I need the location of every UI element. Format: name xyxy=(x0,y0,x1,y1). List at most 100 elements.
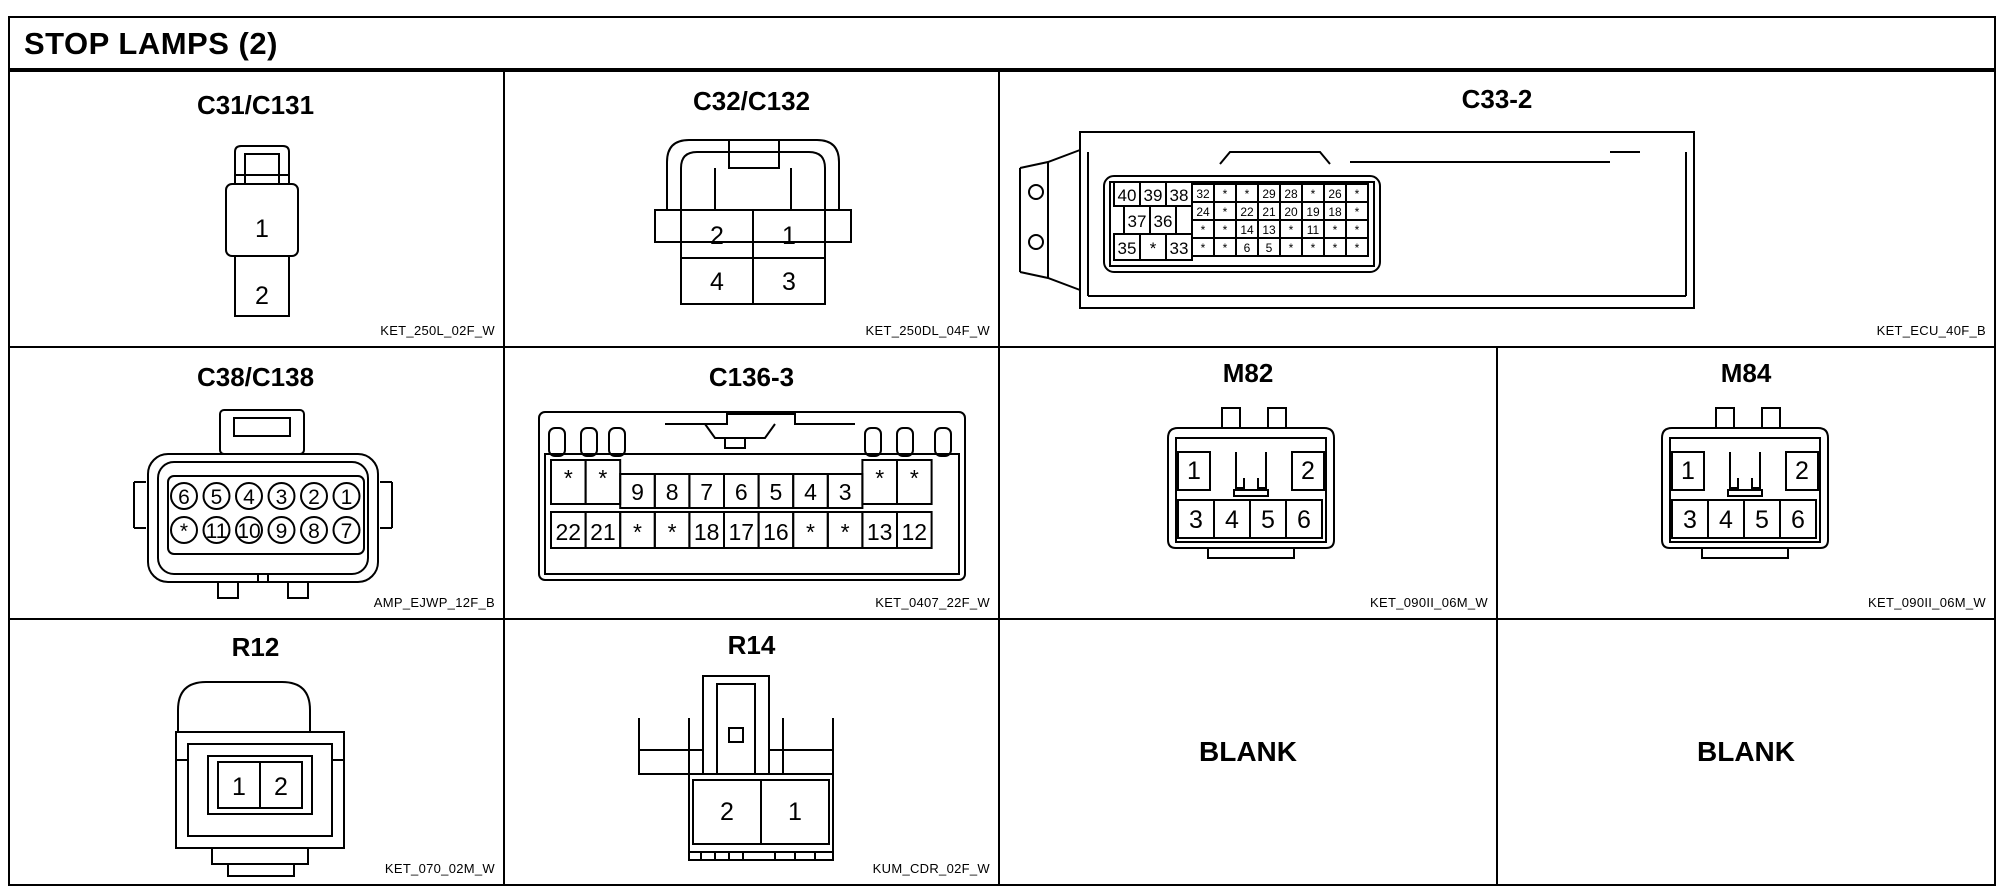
pin-label: * xyxy=(1150,239,1157,258)
pin-cell xyxy=(896,511,933,549)
pin-cell xyxy=(1285,499,1323,539)
connector-code: AMP_EJWP_12F_B xyxy=(373,595,495,610)
pin-label: 37 xyxy=(1128,212,1147,231)
pin-label: * xyxy=(1223,223,1228,237)
pin-label: 11 xyxy=(1307,223,1320,237)
pin-label: 2 xyxy=(308,486,320,509)
pin-label: 1 xyxy=(341,486,353,509)
pin-label: 3 xyxy=(839,479,852,505)
pin-label: 2 xyxy=(710,222,724,250)
pin-label: * xyxy=(1311,187,1316,201)
connector-c31-drawing: 1 2 xyxy=(225,145,299,317)
pin-label: * xyxy=(564,465,573,491)
pin-label: 28 xyxy=(1284,187,1298,201)
connector-name: C31/C131 xyxy=(196,90,315,120)
pin-label: 13 xyxy=(867,519,893,545)
pin-label: * xyxy=(1201,241,1206,255)
pin-label: * xyxy=(1311,241,1316,255)
pin-label: 16 xyxy=(763,519,789,545)
pin-label: * xyxy=(1333,241,1338,255)
pin-label: * xyxy=(180,520,188,543)
pin-label: * xyxy=(806,519,815,545)
pin-label: 14 xyxy=(1240,223,1254,237)
pin-cell xyxy=(300,516,328,544)
pin-label: 12 xyxy=(902,519,928,545)
pin-label: 3 xyxy=(1189,506,1203,534)
pin-label: * xyxy=(910,465,919,491)
pin-label: 1 xyxy=(255,215,269,243)
page-title: STOP LAMPS (2) xyxy=(24,26,278,61)
pin-label: 2 xyxy=(255,282,269,310)
pin-label: 2 xyxy=(1795,457,1809,485)
pin-label: 4 xyxy=(1719,506,1733,534)
pin-label: 9 xyxy=(276,520,288,543)
pin-label: 13 xyxy=(1262,223,1276,237)
pin-label: 21 xyxy=(590,519,616,545)
pin-label: 39 xyxy=(1144,186,1163,205)
pin-cell xyxy=(1785,451,1819,491)
pin-label: * xyxy=(1289,241,1294,255)
blank-label: BLANK xyxy=(1697,736,1795,767)
pin-cell xyxy=(170,516,198,544)
pin-label: 38 xyxy=(1170,186,1189,205)
pin-label: 5 xyxy=(1266,241,1273,255)
pin-label: 32 xyxy=(1196,187,1210,201)
pin-label: 5 xyxy=(1261,506,1275,534)
blank-label: BLANK xyxy=(1199,736,1297,767)
pin-label: 6 xyxy=(1297,506,1311,534)
pin-label: 18 xyxy=(694,519,720,545)
pin-label: 2 xyxy=(720,798,734,826)
page-title-bar: STOP LAMPS (2) xyxy=(8,16,1996,72)
pin-label: 3 xyxy=(782,268,796,296)
pin-label: * xyxy=(668,519,677,545)
pin-label: 5 xyxy=(1755,506,1769,534)
pin-label: * xyxy=(841,519,850,545)
pin-label: 1 xyxy=(232,773,246,801)
pin-label: 3 xyxy=(276,486,288,509)
pin-cell xyxy=(1177,451,1211,491)
pin-label: 2 xyxy=(274,773,288,801)
connector-name: R14 xyxy=(727,630,776,660)
pin-label: 2 xyxy=(1301,457,1315,485)
pin-label: * xyxy=(1355,241,1360,255)
pin-label: * xyxy=(1355,205,1360,219)
connector-code: KET_250L_02F_W xyxy=(380,323,495,338)
pin-cell xyxy=(170,482,198,510)
pin-label: 35 xyxy=(1118,239,1137,258)
connector-name: C136-3 xyxy=(708,362,795,392)
pin-label: 26 xyxy=(1328,187,1342,201)
pin-cell xyxy=(235,516,263,544)
pin-label: * xyxy=(598,465,607,491)
connector-name: M84 xyxy=(1720,358,1772,388)
pin-label: 17 xyxy=(729,519,755,545)
pin-label: * xyxy=(1333,223,1338,237)
connector-code: KET_250DL_04F_W xyxy=(865,323,990,338)
pin-label: 1 xyxy=(1681,457,1695,485)
pin-label: * xyxy=(1223,187,1228,201)
pin-label: * xyxy=(1289,223,1294,237)
pin-label: * xyxy=(633,519,642,545)
connector-code: KUM_CDR_02F_W xyxy=(872,861,990,876)
connector-code: KET_090II_06M_W xyxy=(1370,595,1488,610)
pin-label: 40 xyxy=(1118,186,1137,205)
pin-label: 24 xyxy=(1196,205,1210,219)
pin-label: 19 xyxy=(1306,205,1320,219)
pin-label: 6 xyxy=(735,479,748,505)
blank-cell-2: BLANK xyxy=(1498,620,1996,886)
pin-label: 6 xyxy=(1244,241,1251,255)
pin-label: * xyxy=(1355,187,1360,201)
connector-name: M82 xyxy=(1222,358,1274,388)
pin-label: 33 xyxy=(1170,239,1189,258)
pin-cell xyxy=(202,516,231,544)
pin-label: 4 xyxy=(804,479,817,505)
pin-cell xyxy=(332,516,361,544)
pin-label: * xyxy=(1355,223,1360,237)
connector-code: KET_ECU_40F_B xyxy=(1876,323,1986,338)
pin-label: * xyxy=(875,465,884,491)
pin-label: 10 xyxy=(237,520,260,543)
pin-label: * xyxy=(1223,205,1228,219)
